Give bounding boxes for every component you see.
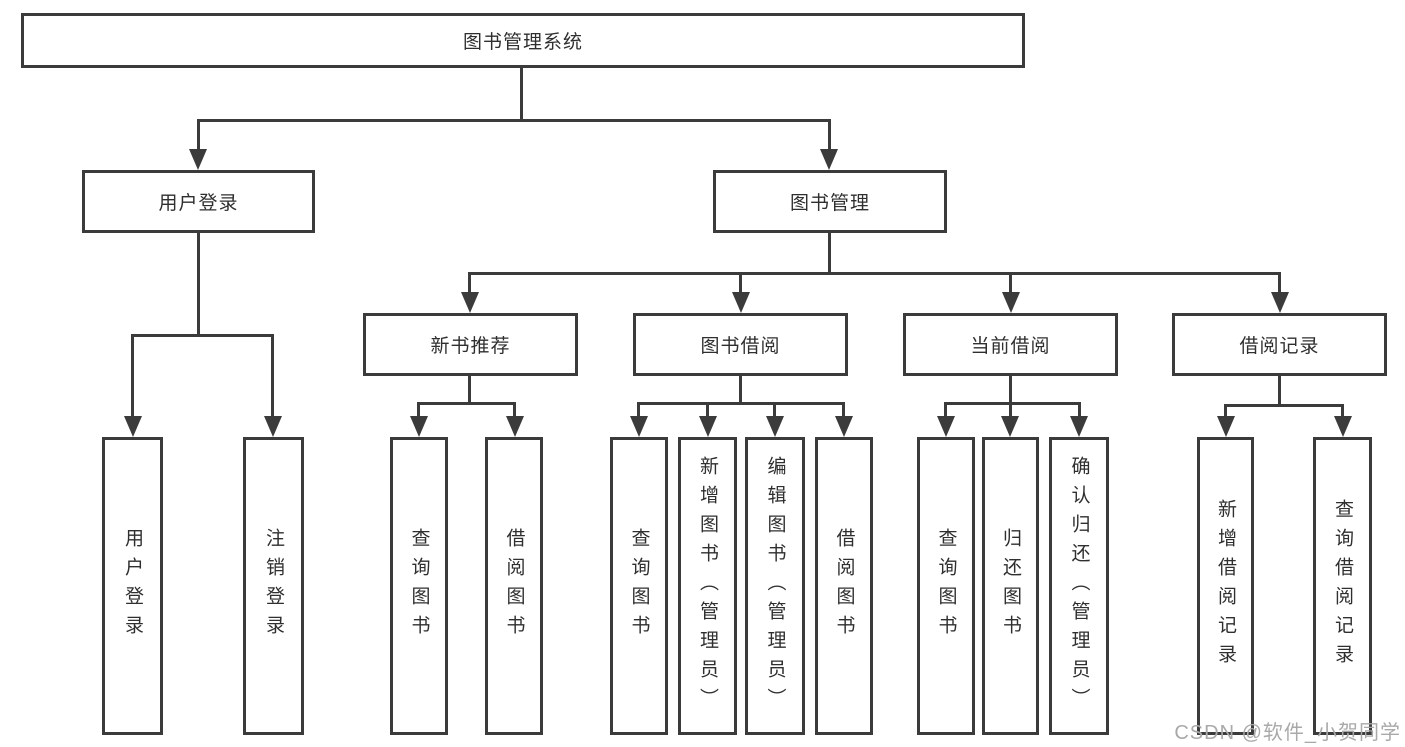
connector-line: [1224, 404, 1227, 421]
connector-line: [637, 402, 640, 421]
leaf-edit-books-admin-label: 编辑图书（管理员）: [764, 455, 786, 717]
connector-line: [468, 272, 1281, 275]
connector-line: [520, 68, 523, 119]
connector-line: [271, 334, 274, 419]
arrow-down-icon: [1002, 292, 1020, 313]
arrow-down-icon: [732, 292, 750, 313]
connector-line: [828, 119, 831, 153]
leaf-query-borrow-record: 查询借阅记录: [1313, 437, 1372, 735]
node-user-login: 用户登录: [82, 170, 315, 233]
connector-line: [828, 233, 831, 275]
connector-line: [131, 334, 134, 419]
connector-line: [842, 402, 845, 421]
connector-line: [197, 119, 200, 153]
leaf-return-books-label: 归还图书: [1000, 528, 1021, 644]
connector-line: [944, 402, 1081, 405]
node-borrow-records: 借阅记录: [1172, 313, 1387, 376]
leaf-query-books-2-label: 查询图书: [628, 528, 650, 644]
connector-line: [1278, 272, 1281, 294]
connector-line: [1009, 376, 1012, 405]
arrow-down-icon: [124, 416, 142, 437]
arrow-down-icon: [1001, 416, 1019, 437]
connector-line: [417, 402, 420, 421]
connector-line: [1278, 376, 1281, 407]
connector-line: [197, 119, 831, 122]
leaf-add-books-admin: 新增图书（管理员）: [678, 437, 737, 735]
connector-line: [1224, 404, 1344, 407]
node-new-book-recommend: 新书推荐: [363, 313, 578, 376]
node-user-login-label: 用户登录: [158, 193, 239, 214]
connector-line: [468, 272, 471, 294]
leaf-query-books-1: 查询图书: [390, 437, 448, 735]
arrow-down-icon: [1070, 416, 1088, 437]
arrow-down-icon: [937, 416, 955, 437]
leaf-logout-label: 注销登录: [263, 528, 284, 644]
leaf-user-login-label: 用户登录: [122, 528, 143, 644]
node-book-borrow: 图书借阅: [633, 313, 848, 376]
leaf-add-borrow-record-label: 新增借阅记录: [1215, 499, 1236, 673]
arrow-down-icon: [189, 149, 207, 170]
connector-line: [739, 376, 742, 405]
connector-line: [773, 402, 776, 421]
arrow-down-icon: [766, 416, 784, 437]
arrow-down-icon: [1271, 292, 1289, 313]
connector-line: [1009, 272, 1012, 294]
connector-line: [513, 402, 516, 421]
connector-line: [1341, 404, 1344, 421]
arrow-down-icon: [264, 416, 282, 437]
arrow-down-icon: [410, 416, 428, 437]
node-book-borrow-label: 图书借阅: [700, 336, 781, 357]
arrow-down-icon: [820, 149, 838, 170]
leaf-borrow-books-1-label: 借阅图书: [503, 528, 525, 644]
leaf-query-books-3: 查询图书: [917, 437, 975, 735]
node-book-management-label: 图书管理: [789, 193, 870, 214]
leaf-return-books: 归还图书: [982, 437, 1039, 735]
arrow-down-icon: [835, 416, 853, 437]
leaf-logout: 注销登录: [243, 437, 304, 735]
leaf-edit-books-admin: 编辑图书（管理员）: [745, 437, 805, 735]
leaf-query-books-3-label: 查询图书: [935, 528, 957, 644]
connector-line: [468, 376, 471, 405]
node-current-borrow: 当前借阅: [903, 313, 1118, 376]
connector-line: [197, 233, 200, 337]
leaf-add-books-admin-label: 新增图书（管理员）: [697, 455, 718, 717]
node-root-label: 图书管理系统: [462, 32, 583, 53]
node-root-system: 图书管理系统: [21, 13, 1025, 68]
leaf-user-login: 用户登录: [102, 437, 163, 735]
connector-line: [1078, 402, 1081, 421]
arrow-down-icon: [1217, 416, 1235, 437]
node-current-borrow-label: 当前借阅: [970, 336, 1051, 357]
connector-line: [131, 334, 274, 337]
connector-line: [1009, 402, 1012, 421]
arrow-down-icon: [461, 292, 479, 313]
connector-line: [739, 272, 742, 294]
leaf-borrow-books-1: 借阅图书: [485, 437, 543, 735]
leaf-borrow-books-2-label: 借阅图书: [833, 528, 855, 644]
arrow-down-icon: [630, 416, 648, 437]
connector-line: [706, 402, 709, 421]
leaf-query-borrow-record-label: 查询借阅记录: [1332, 499, 1353, 673]
node-borrow-records-label: 借阅记录: [1239, 336, 1320, 357]
leaf-borrow-books-2: 借阅图书: [815, 437, 873, 735]
leaf-confirm-return-admin: 确认归还（管理员）: [1049, 437, 1109, 735]
leaf-add-borrow-record: 新增借阅记录: [1197, 437, 1254, 735]
leaf-query-books-2: 查询图书: [610, 437, 668, 735]
leaf-confirm-return-admin-label: 确认归还（管理员）: [1068, 455, 1090, 717]
connector-line: [417, 402, 516, 405]
node-book-management: 图书管理: [713, 170, 947, 233]
csdn-watermark: CSDN @软件_小贺同学: [1174, 722, 1401, 744]
leaf-query-books-1-label: 查询图书: [408, 528, 430, 644]
connector-line: [944, 402, 947, 421]
arrow-down-icon: [1334, 416, 1352, 437]
node-new-book-recommend-label: 新书推荐: [430, 336, 511, 357]
connector-line: [637, 402, 845, 405]
arrow-down-icon: [506, 416, 524, 437]
arrow-down-icon: [699, 416, 717, 437]
